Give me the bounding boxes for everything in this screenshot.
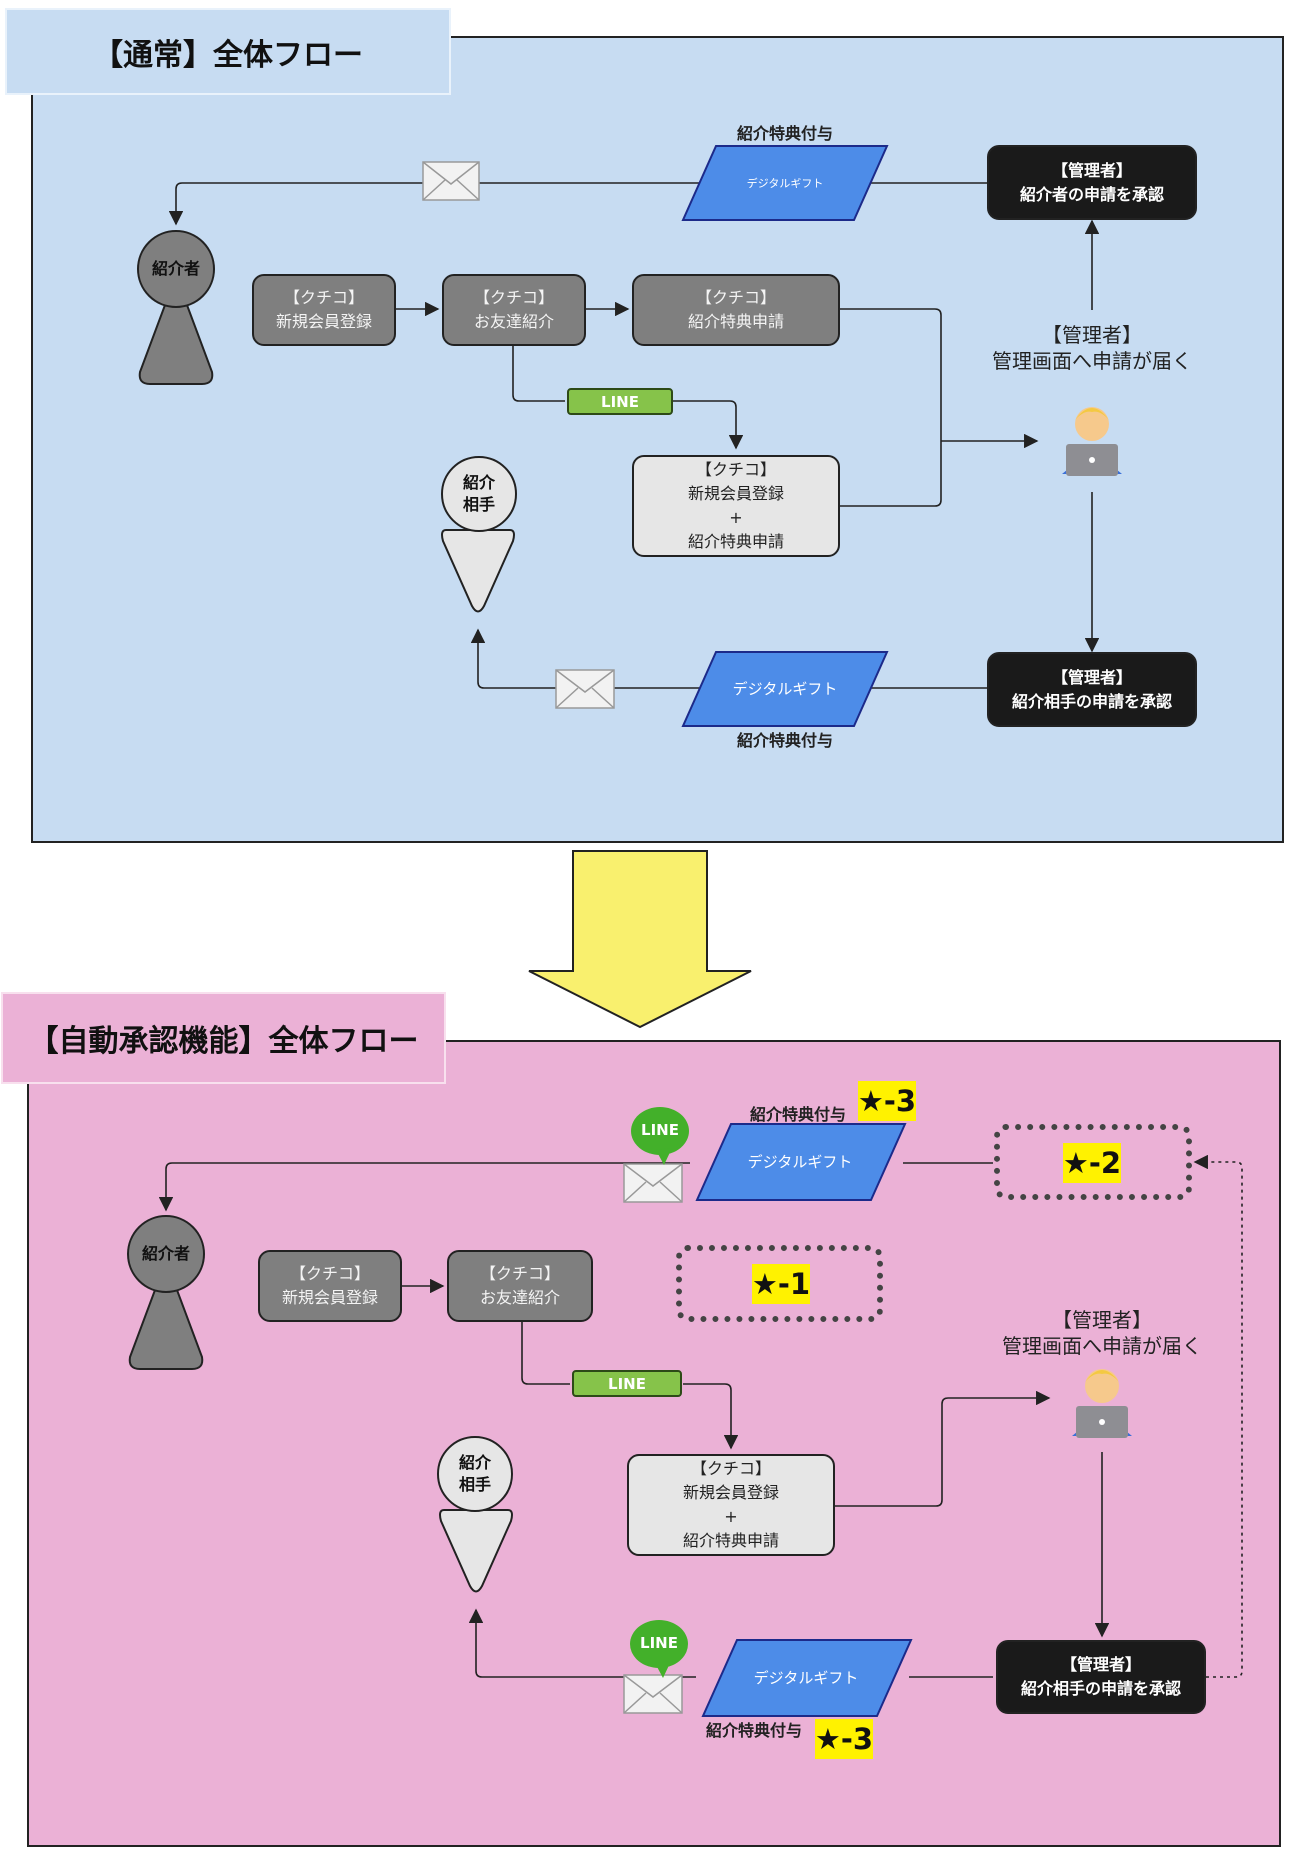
referee-label: 紹介	[462, 473, 495, 492]
auto-referrer-head: 紹介者	[127, 1215, 205, 1293]
normal-line-tag: LINE	[567, 388, 673, 415]
auto-gift-label-top: デジタルギフト	[747, 1153, 853, 1171]
referrer-label: 紹介者	[151, 259, 200, 278]
normal-gift-label-bottom: デジタルギフト	[732, 680, 838, 698]
auto-referee-head: 紹介 相手	[437, 1436, 513, 1512]
box-label: お友達紹介	[473, 312, 554, 331]
admin-notice-text: 管理画面へ申請が届く	[992, 349, 1192, 373]
referee-body-normal	[441, 529, 515, 613]
envelope-icon	[623, 1163, 683, 1203]
box-label: 紹介特典申請	[687, 312, 784, 331]
box-heading: 【クチコ】	[479, 1264, 560, 1283]
box-plus: +	[724, 1507, 738, 1526]
line-bubble-icon	[631, 1107, 689, 1165]
referee-label: 相手	[462, 495, 495, 514]
box-label: 紹介相手の申請を承認	[1020, 1679, 1181, 1698]
admin-notice-heading: 【管理者】	[1042, 323, 1142, 347]
normal-gift-label-top: デジタルギフト	[746, 177, 824, 190]
auto-star3-top-badge: ★-3	[858, 1081, 916, 1121]
auto-admin-approve-referee-box: 【管理者】 紹介相手の申請を承認	[996, 1640, 1206, 1714]
line-bubble-icon	[630, 1620, 688, 1678]
box-heading: 【クチコ】	[690, 1459, 771, 1478]
auto-flow-title: 【自動承認機能】全体フロー	[1, 992, 446, 1084]
box-heading: 【クチコ】	[695, 288, 776, 307]
referee-label: 紹介	[458, 1453, 491, 1472]
normal-referrer-head: 紹介者	[137, 230, 215, 308]
auto-admin-notice: 【管理者】 管理画面へ申請が届く	[972, 1307, 1232, 1359]
auto-kuchiko-combo-box: 【クチコ】 新規会員登録 + 紹介特典申請	[627, 1454, 835, 1556]
gift-shape-normal-top	[681, 145, 889, 221]
auto-line-tag: LINE	[572, 1370, 682, 1397]
normal-admin-notice: 【管理者】 管理画面へ申請が届く	[962, 322, 1222, 374]
down-arrow-icon	[528, 850, 752, 1029]
admin-notice-heading: 【管理者】	[1052, 1308, 1152, 1332]
normal-flow-title: 【通常】全体フロー	[5, 8, 451, 95]
box-label: 紹介者の申請を承認	[1019, 184, 1164, 204]
envelope-icon	[623, 1674, 683, 1714]
box-heading: 【クチコ】	[695, 460, 776, 479]
box-label: 紹介特典申請	[682, 1531, 779, 1550]
normal-admin-approve-referee-box: 【管理者】 紹介相手の申請を承認	[987, 652, 1197, 727]
auto-gift-caption-bottom: 紹介特典付与	[706, 1721, 803, 1740]
auto-star1-badge: ★-1	[752, 1264, 810, 1304]
auto-line-bubble-top-label: LINE	[641, 1121, 679, 1139]
box-heading: 【クチコ】	[289, 1264, 370, 1283]
box-label: 新規会員登録	[682, 1483, 779, 1502]
referrer-label: 紹介者	[141, 1244, 190, 1263]
auto-kuchiko-refer-box: 【クチコ】 お友達紹介	[447, 1250, 593, 1322]
referrer-body-auto	[128, 1285, 204, 1370]
box-label: 新規会員登録	[281, 1288, 378, 1307]
auto-star2-placeholder	[994, 1124, 1192, 1200]
box-plus: +	[729, 508, 743, 527]
envelope-icon	[555, 669, 615, 709]
admin-laptop-icon	[1062, 407, 1122, 476]
box-label: 新規会員登録	[275, 312, 372, 331]
gift-shape-normal-bottom	[681, 651, 889, 727]
gift-shape-auto-top	[695, 1123, 907, 1201]
normal-gift-caption-bottom: 紹介特典付与	[736, 731, 833, 750]
normal-kuchiko-refer-box: 【クチコ】 お友達紹介	[442, 274, 586, 346]
admin-notice-text: 管理画面へ申請が届く	[1002, 1334, 1202, 1358]
auto-star2-badge: ★-2	[1063, 1143, 1121, 1183]
box-heading: 【管理者】	[1051, 667, 1132, 687]
referee-body-auto	[439, 1509, 513, 1593]
auto-gift-caption-top: 紹介特典付与	[750, 1105, 847, 1124]
normal-gift-caption-top: 紹介特典付与	[736, 124, 833, 143]
box-label: 新規会員登録	[687, 484, 784, 503]
auto-gift-label-bottom: デジタルギフト	[753, 1669, 859, 1687]
box-label: 紹介特典申請	[687, 532, 784, 551]
normal-kuchiko-register-box: 【クチコ】 新規会員登録	[252, 274, 396, 346]
box-heading: 【クチコ】	[283, 288, 364, 307]
normal-referee-head: 紹介 相手	[441, 456, 517, 532]
normal-admin-approve-referrer-box: 【管理者】 紹介者の申請を承認	[987, 145, 1197, 220]
auto-kuchiko-register-box: 【クチコ】 新規会員登録	[258, 1250, 402, 1322]
box-label: 紹介相手の申請を承認	[1011, 691, 1172, 711]
normal-kuchiko-combo-box: 【クチコ】 新規会員登録 + 紹介特典申請	[632, 455, 840, 557]
box-heading: 【管理者】	[1060, 1655, 1141, 1674]
referrer-body-normal	[138, 300, 214, 385]
box-heading: 【管理者】	[1051, 160, 1132, 180]
auto-star1-placeholder	[676, 1245, 883, 1322]
box-label: お友達紹介	[479, 1288, 560, 1307]
auto-line-bubble-bottom-label: LINE	[640, 1634, 678, 1652]
gift-shape-auto-bottom	[701, 1639, 913, 1717]
box-heading: 【クチコ】	[473, 288, 554, 307]
auto-star3-bottom-badge: ★-3	[815, 1719, 873, 1759]
envelope-icon	[422, 161, 480, 201]
admin-laptop-icon	[1072, 1369, 1132, 1438]
referee-label: 相手	[458, 1475, 491, 1494]
normal-kuchiko-apply-box: 【クチコ】 紹介特典申請	[632, 274, 840, 346]
